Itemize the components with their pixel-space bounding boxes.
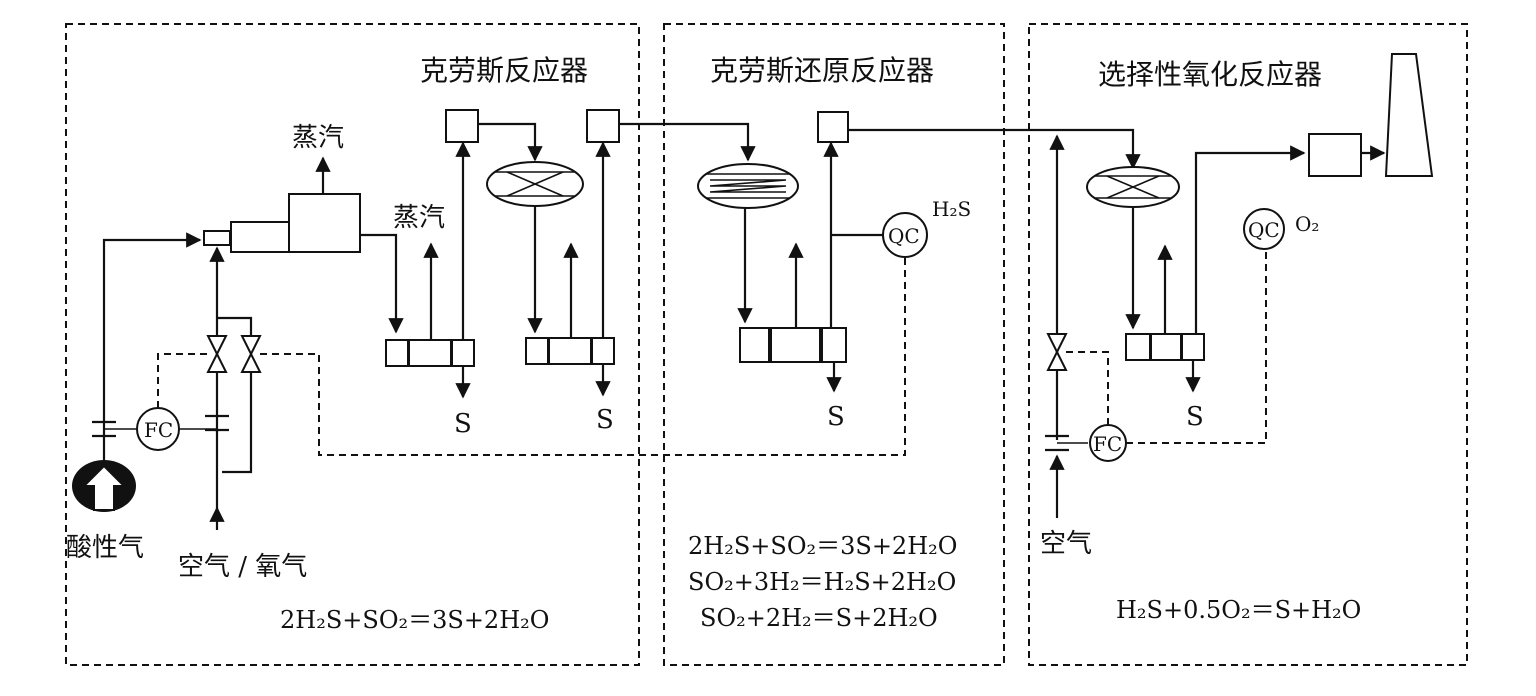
condenser-2-outlet — [591, 337, 615, 365]
steam-label-top: 蒸汽 — [292, 123, 344, 153]
catalytic-reactor-1 — [486, 161, 584, 207]
waste-heat-boiler — [288, 193, 361, 253]
condenser-2 — [548, 337, 592, 365]
condenser-4-outlet — [1181, 333, 1205, 361]
condenser-4 — [1150, 333, 1182, 361]
condenser-3-inlet — [739, 327, 770, 363]
air-control-valve-2 — [240, 335, 262, 373]
sulfur-label-1: S — [454, 409, 472, 439]
air-control-valve-1 — [206, 335, 228, 373]
reheater-1 — [445, 109, 479, 143]
claus-title: 克劳斯反应器 — [420, 54, 588, 87]
reduction-reactor — [697, 163, 799, 209]
oxidation-qc-label: QC — [1248, 218, 1280, 242]
acid-gas-label: 酸性气 — [66, 533, 144, 563]
reduction-equation-3: SO₂+2H₂＝S+2H₂O — [700, 604, 938, 632]
oxidation-section-frame — [1028, 23, 1468, 666]
reduction-sulfur-label: S — [827, 402, 845, 432]
condenser-1-inlet — [385, 339, 409, 367]
acid-gas-flow-orifice — [92, 420, 116, 438]
claus-section-frame — [65, 23, 640, 666]
oxidation-reactor — [1086, 166, 1180, 208]
condenser-2-inlet — [525, 337, 549, 365]
reduction-equation-1: 2H₂S+SO₂＝3S+2H₂O — [688, 532, 957, 560]
oxidation-air-valve — [1046, 333, 1068, 371]
air-oxygen-label: 空气 / 氧气 — [178, 552, 307, 582]
reduction-equation-2: SO₂+3H₂＝H₂S+2H₂O — [688, 568, 956, 596]
claus-equation: 2H₂S+SO₂＝3S+2H₂O — [280, 606, 549, 634]
condenser-3-outlet — [821, 327, 847, 363]
reduction-section-frame — [663, 23, 1005, 666]
claus-fc-label: FC — [144, 418, 173, 442]
incinerator — [1308, 133, 1362, 177]
condenser-1 — [408, 339, 452, 367]
condenser-4-inlet — [1125, 333, 1151, 361]
reduction-qc-label: QC — [888, 224, 920, 248]
oxidation-equation: H₂S+0.5O₂＝S+H₂O — [1116, 596, 1361, 624]
steam-label-mid: 蒸汽 — [393, 203, 445, 233]
h2s-quality-controller — [882, 212, 928, 258]
burner-nozzle — [203, 230, 231, 246]
oxidation-air-label: 空气 — [1040, 529, 1092, 559]
acid-gas-source-icon — [72, 460, 136, 512]
thermal-reactor — [230, 221, 290, 253]
reduction-title: 克劳斯还原反应器 — [710, 54, 934, 87]
oxidation-air-orifice — [1045, 434, 1069, 452]
oxidation-sulfur-label: S — [1186, 402, 1204, 432]
oxidation-fc-label: FC — [1093, 432, 1122, 456]
condenser-3 — [770, 327, 821, 363]
stack — [1384, 53, 1434, 177]
h2s-analyte-label: H₂S — [932, 197, 971, 221]
reheater-2 — [586, 109, 620, 143]
condenser-1-outlet — [451, 339, 475, 367]
air-flow-orifice — [205, 414, 229, 432]
o2-analyte-label: O₂ — [1295, 212, 1319, 236]
sulfur-label-2: S — [596, 405, 614, 435]
o2-quality-controller — [1243, 208, 1285, 250]
reheater-3 — [817, 111, 849, 143]
oxidation-title: 选择性氧化反应器 — [1098, 58, 1322, 91]
